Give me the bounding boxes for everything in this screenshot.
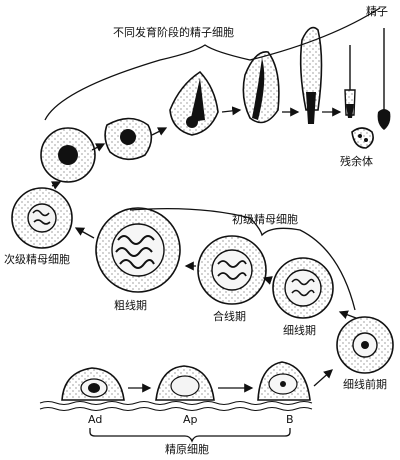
spermatogonia-bracket — [89, 428, 291, 443]
basement-membrane — [39, 401, 313, 411]
residual-body — [351, 127, 374, 149]
spermatid-late — [344, 45, 356, 118]
label-residual-body: 残余体 — [340, 155, 373, 168]
arrow-lep-to-zyg — [262, 276, 273, 285]
spermatogonium-b — [257, 361, 311, 401]
secondary-spermatocyte — [11, 187, 73, 249]
arrow-t3 — [221, 106, 242, 116]
pachytene-cell — [95, 207, 181, 293]
label-preleptotene: 细线前期 — [343, 378, 387, 391]
spermatid-round-1 — [40, 127, 96, 183]
arrow-prelep-to-lep — [338, 310, 357, 319]
arrow-sec-up — [50, 181, 62, 190]
spermatid-elongating-3 — [299, 26, 323, 124]
spermatogonium-ad — [61, 367, 125, 401]
label-spermatids-group: 不同发育阶段的精子细胞 — [113, 26, 234, 39]
label-spermatogonia: 精原细胞 — [165, 443, 209, 456]
spermatid-round-2 — [104, 117, 153, 161]
spermatid-elongating-2 — [242, 51, 280, 124]
label-leptotene: 细线期 — [283, 324, 316, 337]
label-b: B — [286, 413, 294, 426]
arrow-t1 — [91, 143, 106, 152]
label-ap: Ap — [183, 413, 198, 426]
label-ad: Ad — [88, 413, 103, 426]
label-sperm: 精子 — [366, 5, 388, 18]
spermatogonium-ap — [155, 365, 215, 401]
label-secondary-spermatocyte: 次级精母细胞 — [4, 253, 70, 266]
arrow-pach-to-sec — [74, 227, 95, 239]
label-zygotene: 合线期 — [213, 310, 246, 323]
label-pachytene: 粗线期 — [114, 299, 147, 312]
label-primary-spermatocyte: 初级精母细胞 — [232, 213, 298, 226]
spermatid-elongating-1 — [169, 70, 219, 136]
preleptotene-cell — [336, 316, 394, 374]
zygotene-cell — [197, 235, 267, 305]
leptotene-cell — [272, 257, 334, 319]
sperm — [377, 28, 391, 130]
primary-spermatocyte-bracket — [129, 207, 356, 311]
arrow-b-to-prelep — [313, 369, 333, 387]
arrow-t2 — [151, 127, 168, 136]
